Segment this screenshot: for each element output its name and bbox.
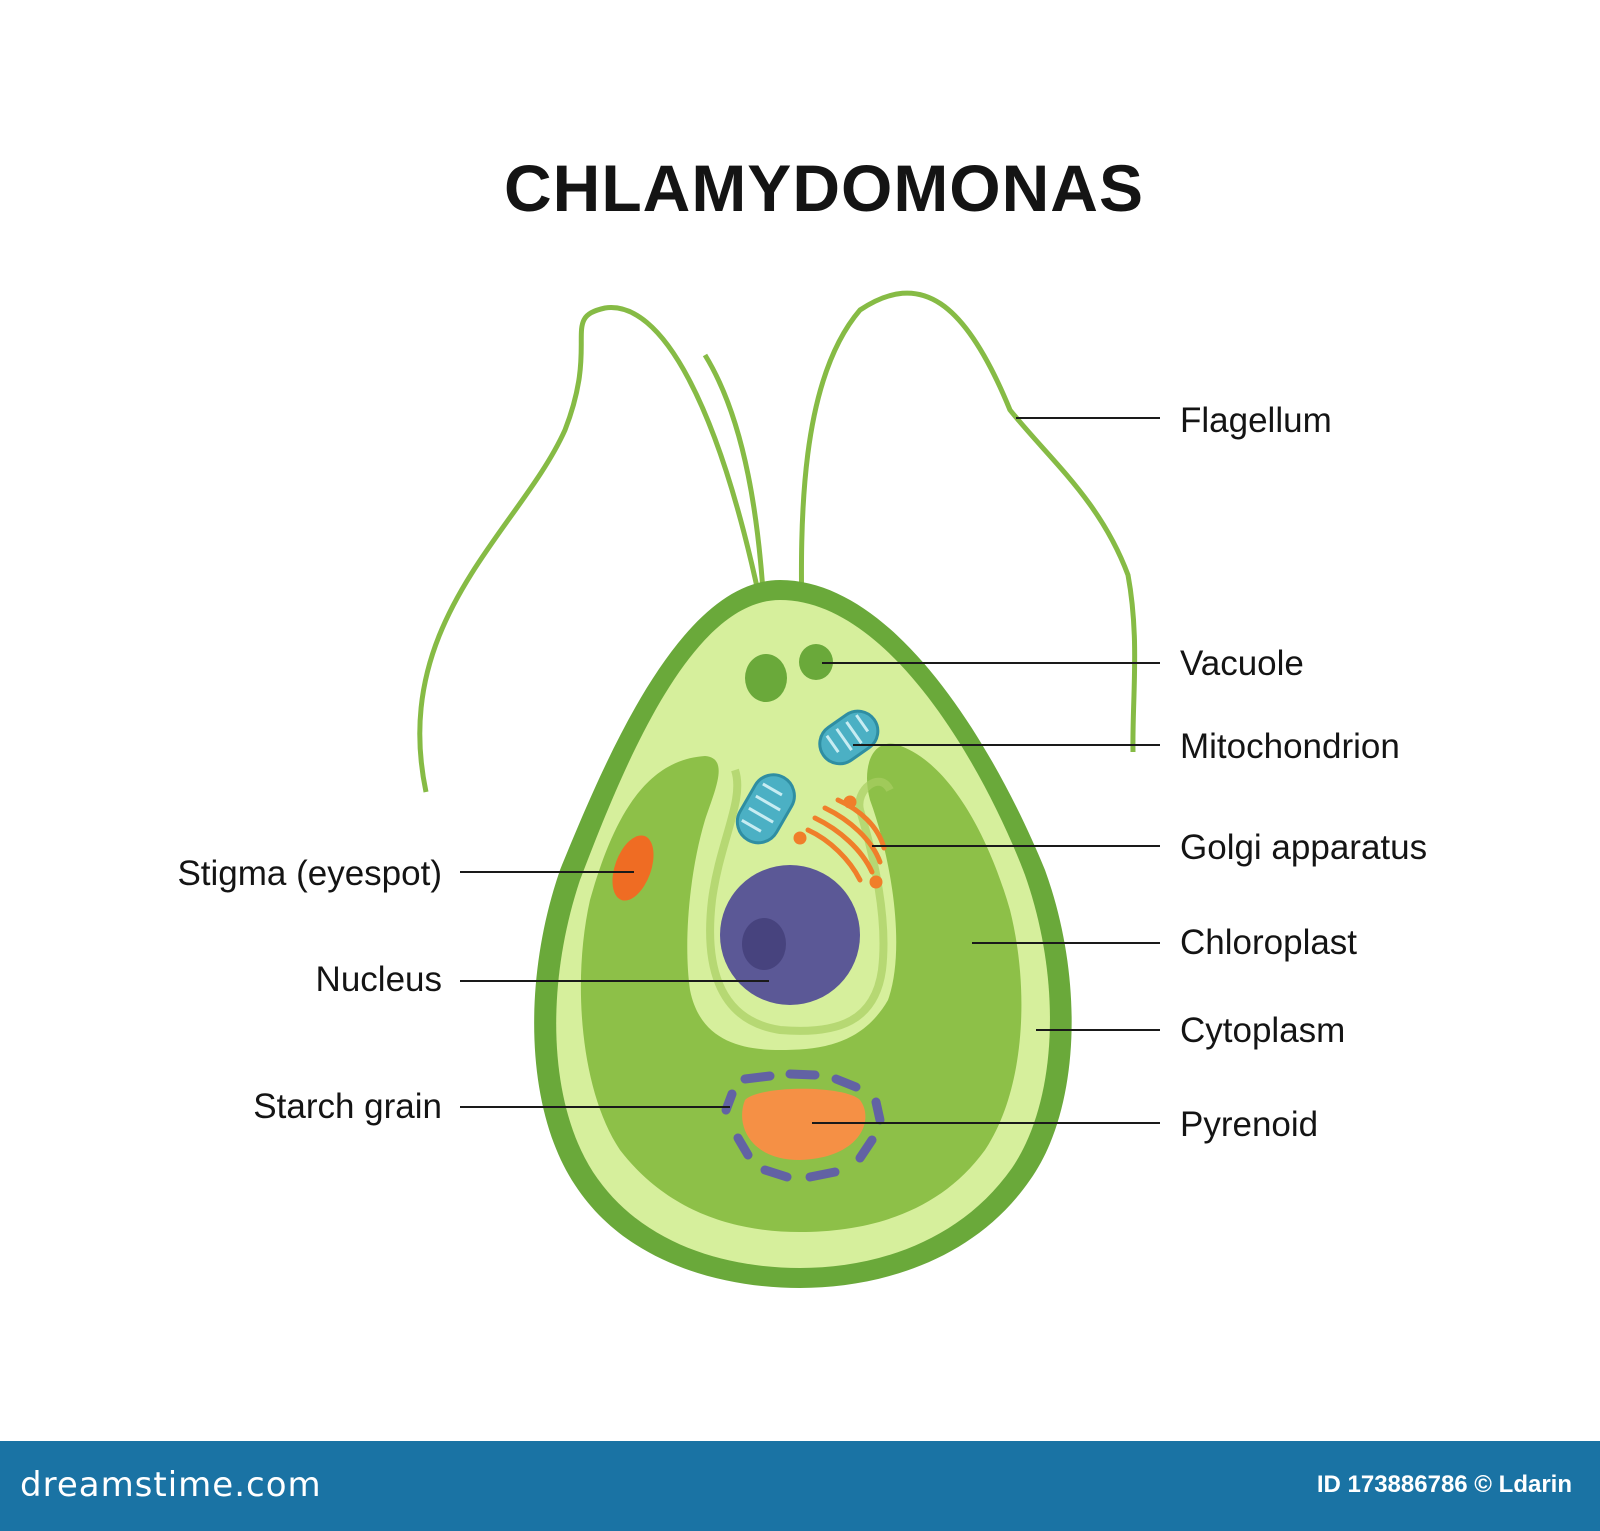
footer-bar: dreamstime.com ID 173886786 © Ldarin [0, 1441, 1600, 1531]
label-chloroplast: Chloroplast [1180, 923, 1358, 962]
nucleus [720, 865, 860, 1005]
chloroplast-region [580, 743, 1022, 1232]
leader-lines [460, 417, 1160, 1124]
pyrenoid [742, 1088, 866, 1160]
nucleolus [742, 918, 786, 970]
image-credit: ID 173886786 © Ldarin [1316, 1471, 1572, 1498]
diagram-stage: CHLAMYDOMONAS [177, 151, 1428, 1288]
label-starch: Starch grain [253, 1087, 442, 1126]
cell-illustration [417, 290, 1160, 1288]
starch-grains [721, 1069, 885, 1182]
mitochondrion-lower [735, 773, 796, 845]
vacuole-right [799, 644, 833, 680]
label-mitochondrion: Mitochondrion [1180, 727, 1400, 766]
diagram-title: CHLAMYDOMONAS [504, 151, 1144, 225]
mitochondrion-upper [818, 709, 880, 766]
label-flagellum: Flagellum [1180, 401, 1332, 440]
label-pyrenoid: Pyrenoid [1180, 1105, 1319, 1144]
vacuole-left [745, 654, 787, 702]
stigma [612, 835, 654, 901]
label-golgi: Golgi apparatus [1180, 828, 1428, 867]
label-stigma: Stigma (eyespot) [177, 854, 442, 893]
brand-logo-text[interactable]: dreamstime.com [20, 1465, 322, 1505]
label-nucleus: Nucleus [315, 960, 442, 999]
label-vacuole: Vacuole [1180, 644, 1304, 683]
flagellum-left [417, 305, 768, 793]
flagellum-right [798, 290, 1138, 753]
golgi-apparatus [793, 795, 887, 889]
label-cytoplasm: Cytoplasm [1180, 1011, 1346, 1050]
